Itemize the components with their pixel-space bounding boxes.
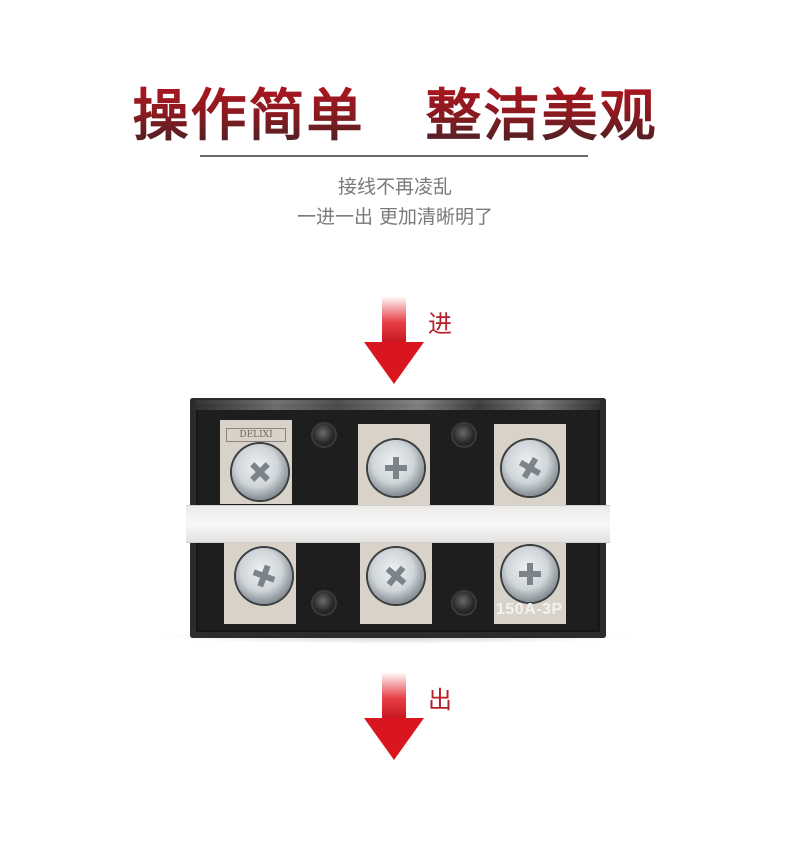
headline: 操作简单 整洁美观 (0, 82, 790, 152)
screw-icon (368, 548, 424, 604)
headline-part-2: 整洁美观 (425, 84, 658, 149)
screw-icon (236, 548, 292, 604)
rating-label: 150A-3P (496, 601, 563, 618)
subtitle-line-1: 接线不再凌乱 (337, 176, 452, 198)
screw-icon (502, 546, 558, 602)
out-label: 出 (428, 686, 452, 714)
insulating-cover-strip (186, 505, 610, 543)
arrow-down-in-icon (364, 296, 424, 384)
mounting-nut-icon (313, 592, 335, 614)
divider (200, 155, 588, 157)
brand-mark: DELIXI (226, 428, 286, 442)
mounting-nut-icon (453, 424, 475, 446)
screw-icon (502, 440, 558, 496)
screw-icon (368, 440, 424, 496)
screw-icon (232, 444, 288, 500)
in-label: 进 (428, 310, 452, 338)
mounting-nut-icon (453, 592, 475, 614)
subtitle-line-2: 一进一出 更加清晰明了 (296, 206, 494, 228)
headline-part-1: 操作简单 (132, 84, 365, 149)
top-cover (196, 400, 600, 410)
arrow-down-out-icon (364, 672, 424, 760)
mounting-nut-icon (313, 424, 335, 446)
